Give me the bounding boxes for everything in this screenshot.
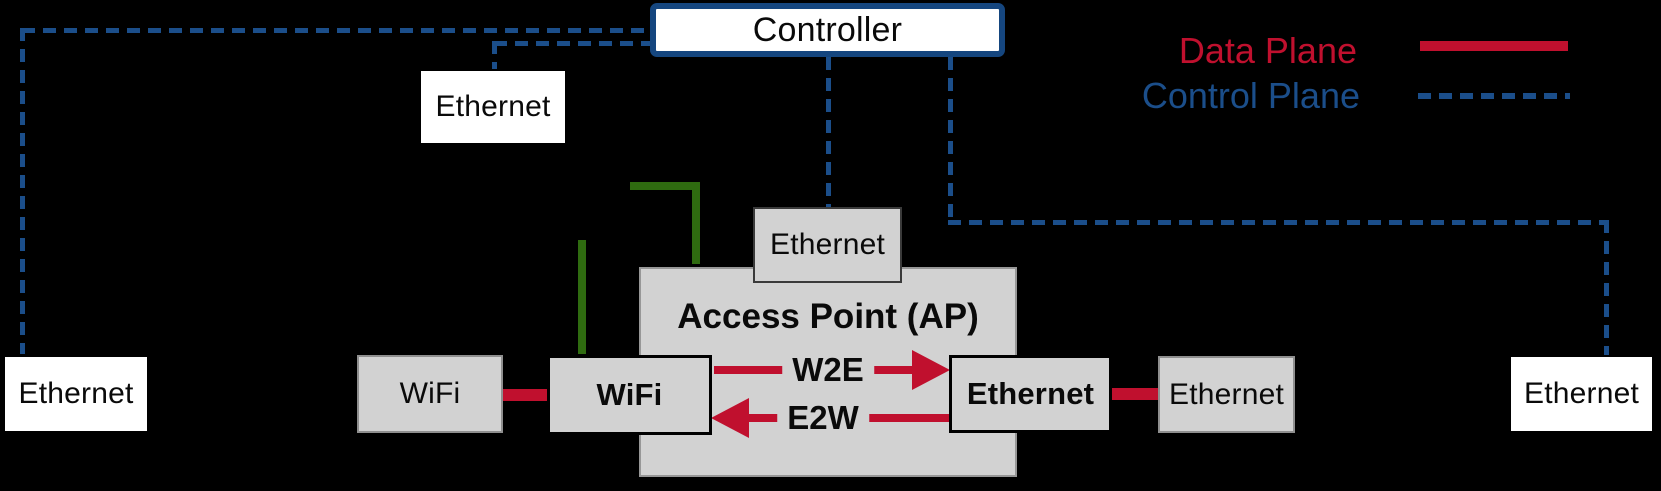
data-link-ap-to-ethernet-peer (1110, 388, 1160, 400)
ap-ethernet-interface-box: Ethernet (949, 355, 1112, 433)
e2w-arrowhead-icon (711, 398, 749, 438)
controller-box: Controller (650, 3, 1005, 57)
control-link-controller-right-drop (948, 57, 953, 221)
green-marker-ap-vertical (692, 182, 700, 264)
data-link-wifi-client-to-ap (502, 389, 549, 401)
ethernet-peer-box: Ethernet (1158, 356, 1295, 433)
legend-data-plane-line (1420, 41, 1568, 51)
access-point-title: Access Point (AP) (677, 297, 979, 336)
control-link-controller-to-ap-ethernet (826, 57, 831, 208)
legend-control-plane-line (1418, 93, 1570, 99)
far-left-ethernet-box: Ethernet (3, 355, 149, 433)
legend-control-plane-label: Control Plane (1141, 75, 1360, 116)
e2w-flow-label: E2W (777, 399, 869, 437)
control-link-left-edge-down (20, 28, 25, 354)
green-marker-wifi (578, 240, 586, 354)
ap-control-ethernet-box: Ethernet (753, 207, 902, 283)
green-marker-ap-horizontal (630, 182, 700, 190)
w2e-flow-label: W2E (782, 351, 874, 389)
far-right-ethernet-box: Ethernet (1509, 355, 1654, 433)
control-link-far-right-ethernet-drop (1604, 220, 1609, 356)
control-link-controller-to-top-left-ethernet (494, 41, 650, 46)
top-left-ethernet-box: Ethernet (419, 69, 567, 145)
control-link-top-left-ethernet-drop (492, 41, 497, 70)
ap-wifi-interface-box: WiFi (547, 355, 712, 435)
legend-data-plane-label: Data Plane (1178, 30, 1357, 71)
control-link-controller-to-left-edge (22, 28, 650, 33)
control-link-right-horizontal (948, 220, 1609, 225)
wifi-client-box: WiFi (357, 355, 503, 433)
w2e-arrowhead-icon (912, 350, 950, 390)
